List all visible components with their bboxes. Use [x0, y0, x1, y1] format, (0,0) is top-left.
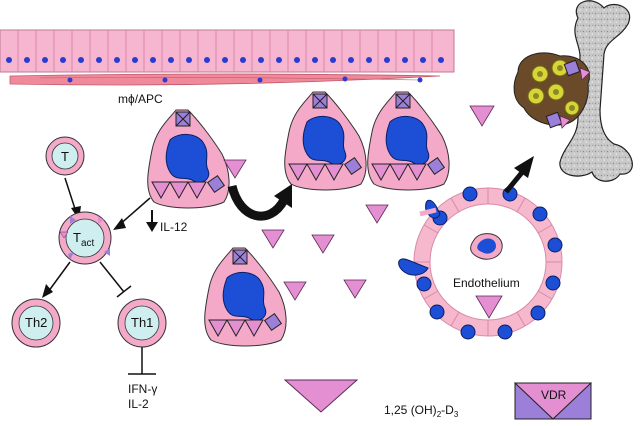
macrophage-apc-cell — [204, 247, 287, 347]
th1-label: Th1 — [131, 315, 153, 330]
macrophage-label: mϕ/APC — [118, 92, 163, 106]
bone-icon — [513, 0, 633, 182]
macrophage-apc-cell — [284, 91, 367, 191]
blood-vessel: Endothelium — [398, 186, 563, 340]
vitamin-d-legend-label: 1,25 (OH)2-D3 — [384, 403, 459, 419]
macrophage-apc-cell — [147, 109, 230, 209]
macrophage-apc-cell — [367, 91, 450, 191]
t-act-label: Tact — [73, 230, 95, 249]
t-cell-label: T — [61, 149, 69, 164]
vdr-legend-icon: VDR — [513, 382, 593, 420]
il12-marker: IL-12 — [146, 210, 188, 234]
t-cell: T — [45, 136, 85, 176]
th2-label: Th2 — [25, 315, 47, 330]
endothelium-label: Endothelium — [453, 276, 520, 290]
th1-cell: Th1 — [117, 298, 167, 348]
t-act-cell: Tact — [58, 211, 112, 265]
curved-arrow — [227, 184, 292, 221]
il12-label: IL-12 — [160, 220, 188, 234]
vitamin-d-triangles — [223, 105, 495, 301]
th2-cell: Th2 — [11, 298, 61, 348]
il2-label: IL-2 — [128, 397, 149, 411]
ifn-gamma-label: IFN-γ — [128, 382, 157, 396]
epithelium-layer — [0, 29, 455, 86]
vdr-label: VDR — [541, 388, 567, 402]
vitamin-d-legend-icon — [283, 379, 359, 413]
legend: 1,25 (OH)2-D3 VDR — [283, 379, 593, 420]
